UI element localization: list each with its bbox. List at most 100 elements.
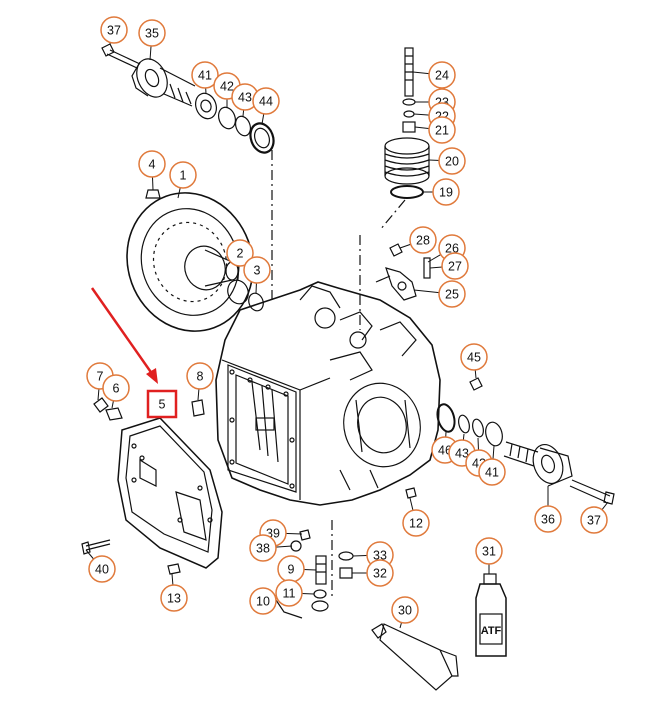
callout-label: 41	[485, 466, 499, 480]
part-31-atf-bottle	[475, 573, 507, 657]
part-9-stud	[315, 555, 327, 585]
part-41-nut	[195, 92, 217, 120]
part-20-oil-cooler	[384, 137, 430, 185]
part-45-bolt	[469, 377, 483, 391]
part-33-seal	[338, 551, 354, 561]
highlight-arrow	[90, 287, 158, 384]
callout-label: 43	[455, 447, 469, 461]
callout-45: 45	[460, 343, 488, 371]
callout-label: 26	[445, 242, 459, 256]
part-35-flange-shaft	[131, 58, 196, 107]
part-12-bolt	[405, 487, 417, 499]
callout-6: 6	[102, 374, 130, 402]
parts-drawing	[81, 43, 615, 691]
callout-11: 11	[275, 579, 303, 607]
callout-leader-lines	[85, 29, 609, 629]
callout-label: 27	[448, 260, 462, 274]
part-25-selector	[375, 243, 431, 301]
callout-19: 19	[432, 178, 460, 206]
callout-circle	[191, 61, 219, 89]
part-44-ring	[249, 122, 275, 154]
callout-39: 39	[259, 519, 287, 547]
part-43-ring-right	[458, 414, 470, 434]
callout-label: 11	[283, 587, 296, 601]
callout-circle	[402, 509, 430, 537]
callout-label: 43	[238, 91, 252, 105]
part-39-bolt	[299, 529, 311, 541]
callout-38: 38	[249, 534, 277, 562]
callout-label: 37	[107, 24, 121, 38]
callout-label: 28	[416, 234, 430, 248]
callout-circle	[102, 374, 130, 402]
callout-label: 32	[373, 567, 387, 581]
part-46-seal	[436, 403, 456, 433]
part-42-seal	[217, 106, 237, 130]
callout-41: 41	[191, 61, 219, 89]
callout-36: 36	[534, 505, 562, 533]
part-21-spacer	[402, 121, 416, 133]
callout-circle	[441, 252, 469, 280]
callout-circle	[438, 147, 466, 175]
callout-9: 9	[277, 555, 305, 583]
callout-circle	[391, 596, 419, 624]
callout-44: 44	[252, 87, 280, 115]
part-36-flange-shaft	[503, 441, 573, 487]
callout-5: 5	[146, 389, 178, 419]
callout-30: 30	[391, 596, 419, 624]
part-32-plug	[339, 567, 353, 579]
part-24-bolt	[404, 47, 414, 97]
callout-41: 41	[478, 458, 506, 486]
callout-label: 1	[180, 169, 187, 183]
part-41-nut-right	[485, 421, 503, 447]
callout-label: 40	[95, 563, 109, 577]
callout-label: 35	[145, 27, 159, 41]
callout-circle	[428, 61, 456, 89]
callout-circle	[252, 87, 280, 115]
part-42-seal-right	[472, 418, 484, 438]
callout-label: 42	[220, 80, 234, 94]
callout-24: 24	[428, 61, 456, 89]
callout-circle	[226, 239, 254, 267]
part-13-bolt	[167, 563, 181, 575]
callout-4: 4	[138, 150, 166, 178]
part-4-bolt	[145, 189, 161, 199]
callout-circle	[160, 584, 188, 612]
part-37-bolt-right	[569, 479, 611, 503]
callout-circle	[249, 587, 277, 615]
callout-35: 35	[138, 19, 166, 47]
callout-circle	[438, 280, 466, 308]
callout-label: 4	[149, 158, 156, 172]
callout-2: 2	[226, 239, 254, 267]
callout-12: 12	[402, 509, 430, 537]
callout-circle	[432, 178, 460, 206]
callout-circle	[249, 534, 277, 562]
callout-circle	[460, 343, 488, 371]
callout-label: 30	[398, 604, 412, 618]
callout-label: 2	[237, 247, 244, 261]
callout-circle	[138, 19, 166, 47]
callout-10: 10	[249, 587, 277, 615]
callout-label: 24	[435, 69, 449, 83]
part-22-ring	[403, 110, 415, 118]
callout-label: 19	[439, 186, 453, 200]
atf-bottle-text: ATF	[481, 625, 502, 637]
callout-circle	[88, 555, 116, 583]
part-5-oil-pan	[117, 417, 223, 569]
callout-circle	[169, 161, 197, 189]
part-30-sealant-tube	[371, 623, 459, 691]
callout-label: 37	[587, 514, 601, 528]
callout-circle	[534, 505, 562, 533]
callout-layer: 3735414243442423222120194123282627257658…	[86, 16, 608, 624]
callout-circle	[138, 150, 166, 178]
callout-circle	[580, 506, 608, 534]
callout-31: 31	[475, 537, 503, 565]
callout-circle	[100, 16, 128, 44]
callout-circle	[428, 116, 456, 144]
callout-label: 31	[482, 545, 496, 559]
part-38-washer	[290, 540, 302, 552]
callout-20: 20	[438, 147, 466, 175]
callout-28: 28	[409, 226, 437, 254]
callout-circle	[478, 458, 506, 486]
part-23-washer	[402, 98, 416, 106]
